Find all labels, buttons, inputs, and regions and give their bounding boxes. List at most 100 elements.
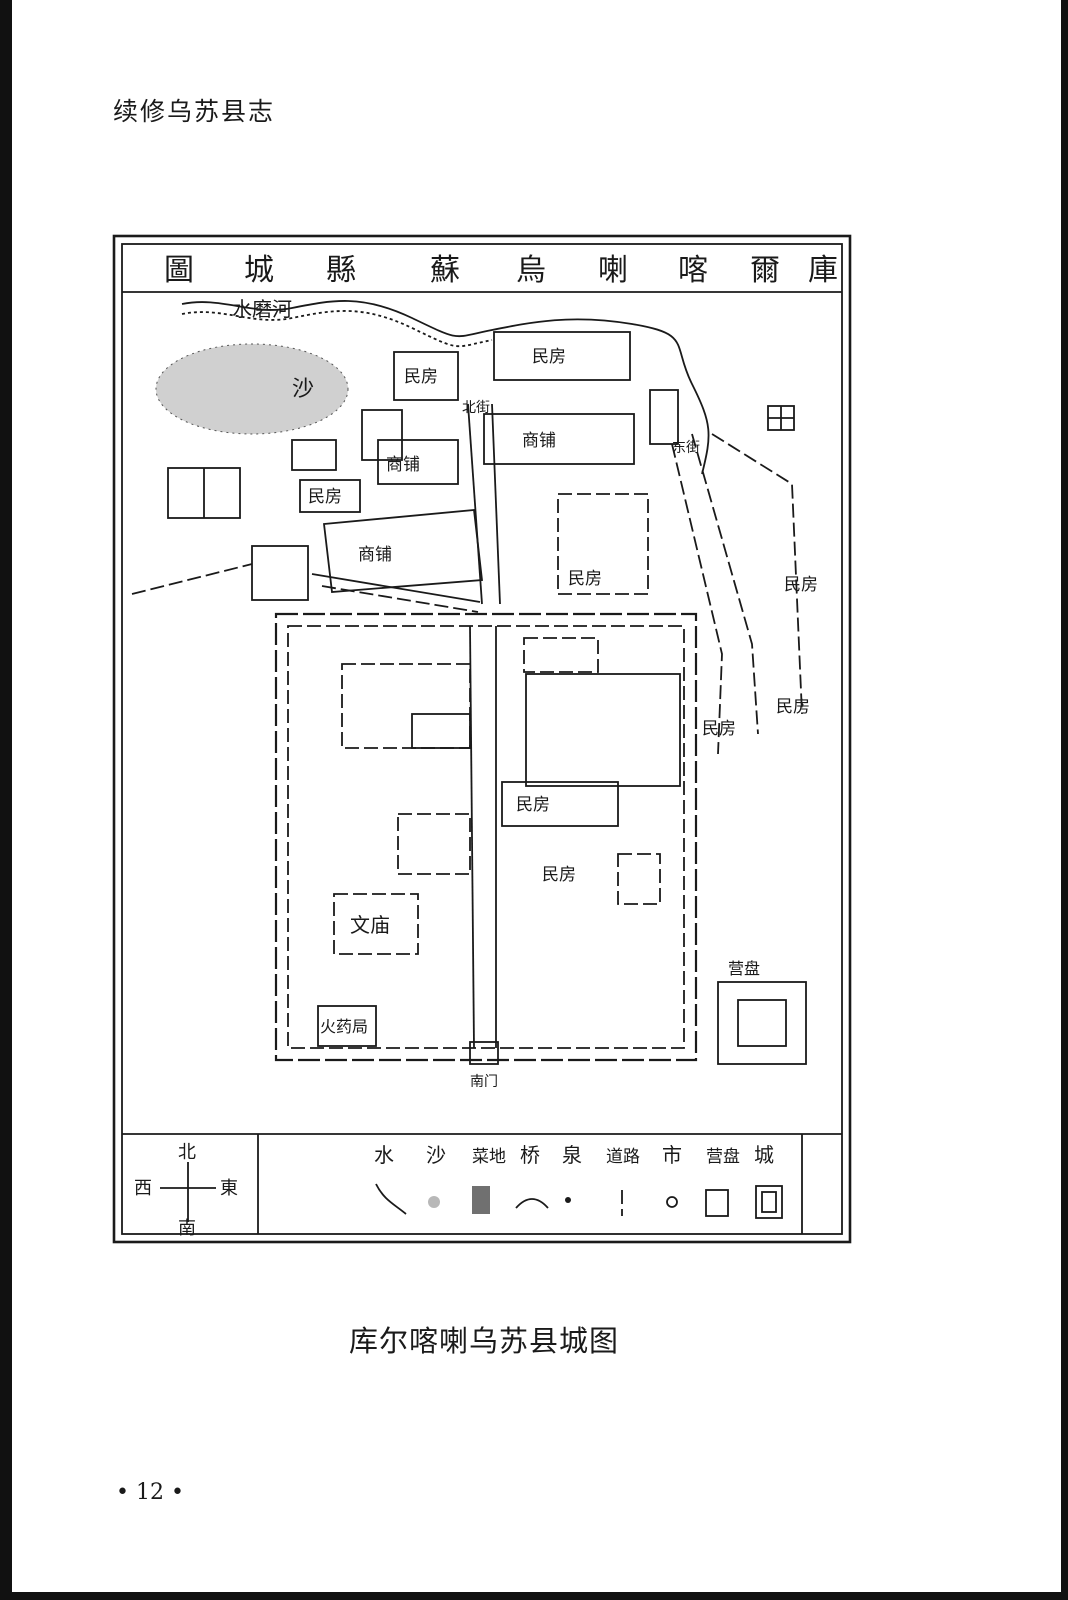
title-char-2: 縣 xyxy=(326,253,356,288)
block-west-2 xyxy=(251,545,309,601)
title-char-5: 喇 xyxy=(598,253,628,288)
river-label: 水磨河 xyxy=(232,297,292,321)
sand-dots xyxy=(155,343,349,435)
east-street-label: 东街 xyxy=(672,440,700,456)
east-strip-3 xyxy=(711,433,803,715)
legend: 水 沙 菜地 桥 泉 道路 市 营盘 城 xyxy=(374,1143,783,1219)
title-char-7: 爾 xyxy=(750,253,780,288)
block-minfang-2 xyxy=(493,331,631,381)
legend-label-road: 道路 xyxy=(606,1147,640,1167)
scan-bottom-edge xyxy=(0,1592,1068,1600)
title-char-4: 烏 xyxy=(516,253,546,288)
legend-symbol-spring xyxy=(565,1197,571,1203)
block-minfang-3-label: 民房 xyxy=(308,487,342,507)
title-char-8: 庫 xyxy=(808,253,838,288)
compound-east-2 xyxy=(525,673,681,787)
river-bank xyxy=(181,310,493,348)
block-shangpu-1 xyxy=(483,413,635,465)
block-minfang-4-label: 民房 xyxy=(568,569,602,589)
block-minfang-1-label: 民房 xyxy=(404,367,438,387)
block-shangpu-3 xyxy=(322,509,483,593)
city-wall-inner xyxy=(287,625,685,1049)
legend-label-camp: 营盘 xyxy=(706,1147,740,1167)
figure-caption: 库尔喀喇乌苏县城图 xyxy=(348,1324,619,1358)
south-gate xyxy=(469,1041,499,1065)
compound-west-1 xyxy=(341,663,471,749)
wenmiao xyxy=(333,893,419,955)
east-strip-2 xyxy=(691,433,759,735)
legend-label-sand: 沙 xyxy=(426,1143,446,1167)
block-minfang-7-label: 民房 xyxy=(776,697,810,717)
title-char-3: 蘇 xyxy=(430,253,460,288)
legend-symbol-bridge xyxy=(515,1198,549,1209)
east-strip-1 xyxy=(671,443,723,755)
road-cross-1 xyxy=(311,573,481,603)
block-minfang-10-label: 民房 xyxy=(542,865,576,885)
legend-label-spring: 泉 xyxy=(562,1143,582,1167)
compass: 北 南 東 西 xyxy=(134,1142,238,1239)
wenmiao-label: 文庙 xyxy=(350,913,390,937)
huoyaoju-label: 火药局 xyxy=(320,1017,368,1036)
city-map-figure: 圖 城 縣 蘇 烏 喇 喀 爾 庫 水磨河 沙 民房 民房 商铺 商铺 民房 商… xyxy=(112,234,872,1270)
compass-east: 東 xyxy=(220,1178,238,1199)
legend-symbol-city xyxy=(755,1185,783,1219)
huoyaoju xyxy=(317,1005,377,1047)
legend-symbol-sand xyxy=(428,1196,440,1208)
title-char-0: 圖 xyxy=(164,253,194,288)
compound-east-1 xyxy=(523,637,599,673)
north-street-east xyxy=(491,403,501,605)
running-head: 续修乌苏县志 xyxy=(113,97,276,126)
yingpan-inner xyxy=(737,999,787,1047)
block-small-2 xyxy=(291,439,337,471)
block-shangpu-3-label: 商铺 xyxy=(358,545,392,565)
sand-shade xyxy=(156,344,348,434)
legend-label-city: 城 xyxy=(754,1143,774,1167)
road-cross-2 xyxy=(321,585,479,613)
block-minfang-9-label: 民房 xyxy=(516,795,550,815)
block-shangpu-2 xyxy=(377,439,459,485)
map-outer-frame xyxy=(112,234,852,1244)
road-southwest xyxy=(131,563,253,595)
legend-symbol-field xyxy=(472,1186,490,1214)
legend-label-field: 菜地 xyxy=(472,1147,506,1167)
block-shangpu-2-label: 商铺 xyxy=(386,455,420,475)
north-street-label: 北街 xyxy=(462,400,490,416)
block-minfang-3 xyxy=(299,479,361,513)
scan-left-edge xyxy=(0,0,12,1600)
compound-east-3 xyxy=(617,853,661,905)
block-shangpu-1-label: 商铺 xyxy=(522,431,556,451)
city-map: 圖 城 縣 蘇 烏 喇 喀 爾 庫 水磨河 沙 民房 民房 商铺 商铺 民房 商… xyxy=(112,234,852,1244)
block-minfang-1 xyxy=(393,351,459,401)
compass-north: 北 xyxy=(178,1142,196,1163)
compound-west-2 xyxy=(397,813,471,875)
block-minfang-8-label: 民房 xyxy=(784,575,818,595)
north-street-west xyxy=(467,403,483,605)
yingpan-label: 营盘 xyxy=(728,959,760,978)
compass-west: 西 xyxy=(134,1178,152,1199)
title-char-6: 喀 xyxy=(678,253,708,288)
legend-label-water: 水 xyxy=(374,1143,394,1167)
compass-south: 南 xyxy=(178,1218,196,1239)
block-minfang-6-label: 民房 xyxy=(702,719,736,739)
block-central-east xyxy=(557,493,649,595)
legend-label-bridge: 桥 xyxy=(520,1143,540,1167)
sand-label: 沙 xyxy=(292,377,314,402)
south-gate-label: 南门 xyxy=(470,1074,498,1090)
scan-right-edge xyxy=(1061,0,1068,1600)
yingpan xyxy=(717,981,807,1065)
sand-area: 沙 xyxy=(155,343,349,435)
map-inner-frame xyxy=(121,243,843,1235)
compound-west-1-office xyxy=(411,713,471,749)
legend-label-market: 市 xyxy=(662,1143,682,1167)
river-line xyxy=(181,300,710,475)
block-minfang-2-label: 民房 xyxy=(532,347,566,367)
legend-symbol-river xyxy=(375,1183,407,1215)
title-char-1: 城 xyxy=(244,253,274,288)
legend-symbol-camp xyxy=(705,1189,729,1217)
legend-symbol-city-inner xyxy=(761,1191,777,1213)
legend-symbol-market xyxy=(666,1196,678,1208)
block-minfang-9 xyxy=(501,781,619,827)
map-title: 圖 城 縣 蘇 烏 喇 喀 爾 庫 xyxy=(164,253,838,288)
city-wall-outer xyxy=(274,612,698,1062)
block-minfang-5 xyxy=(649,389,679,445)
